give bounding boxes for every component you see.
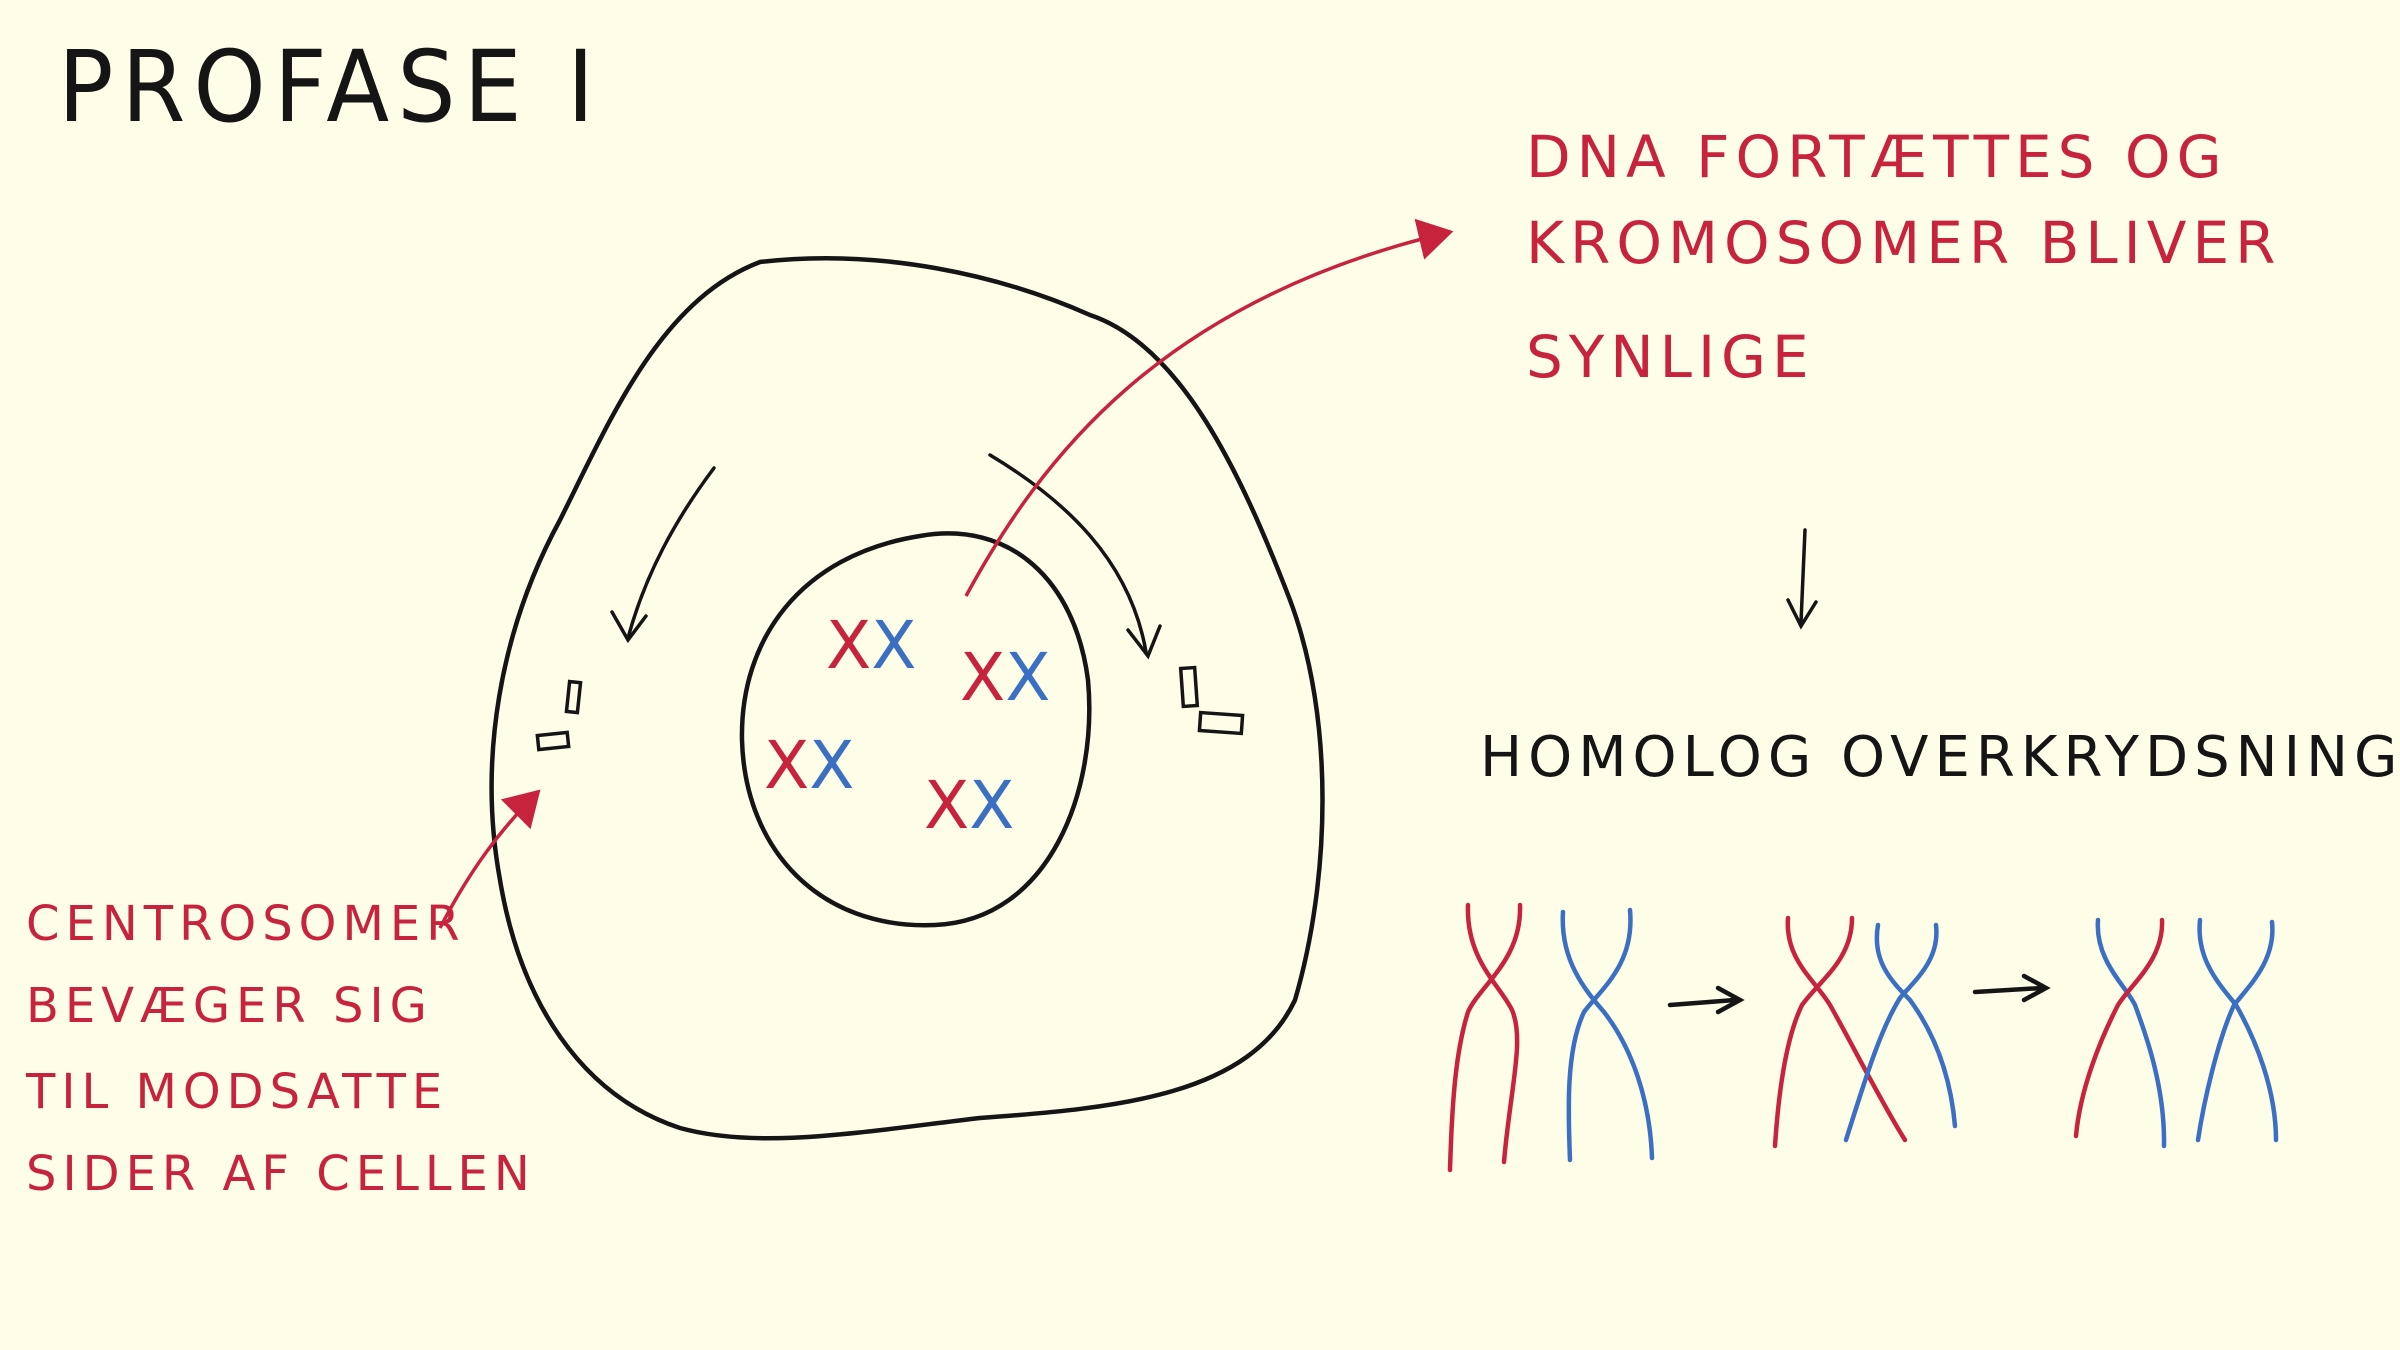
chromosome-pair-1: XX	[826, 607, 916, 684]
centrosome-note-line-1: CENTROSOMER	[26, 896, 466, 952]
left-movement-arrow	[610, 466, 716, 644]
centrosome-note-line-3: TIL MODSATTE	[26, 1064, 449, 1120]
centrosome-note-arrow	[438, 789, 541, 929]
crossover-stage-1	[1447, 902, 1655, 1173]
diagram-title: PROFASE I	[58, 29, 603, 145]
chromosome-pair-4: XX	[924, 767, 1014, 844]
chromosome-pair-3: XX	[764, 727, 854, 804]
dna-note-line-3: SYNLIGE	[1526, 323, 1815, 391]
dna-note-arrow	[964, 218, 1454, 597]
down-arrow	[1786, 528, 1818, 630]
homolog-label: HOMOLOG OVERKRYDSNING	[1480, 725, 2400, 790]
chromosome-pairs: XX XX XX XX	[764, 607, 1050, 844]
cell-membrane	[489, 256, 1325, 1141]
centrosome-left	[535, 679, 583, 752]
chromosome-pair-2: XX	[960, 639, 1050, 716]
dna-note-line-2: KROMOSOMER BLIVER	[1526, 209, 2282, 277]
centrosome-note-line-4: SIDER AF CELLEN	[26, 1146, 536, 1202]
crossover-stage-2	[1772, 915, 1958, 1149]
step-arrow-2	[1972, 973, 2051, 1003]
crossover-stage-3	[2073, 917, 2279, 1149]
centrosome-right	[1178, 665, 1245, 736]
step-arrow-1	[1667, 985, 1745, 1015]
right-movement-arrow	[988, 453, 1162, 660]
dna-note-line-1: DNA FORTÆTTES OG	[1526, 123, 2228, 191]
nucleus	[739, 531, 1092, 928]
centrosome-note-line-2: BEVÆGER SIG	[26, 978, 433, 1034]
